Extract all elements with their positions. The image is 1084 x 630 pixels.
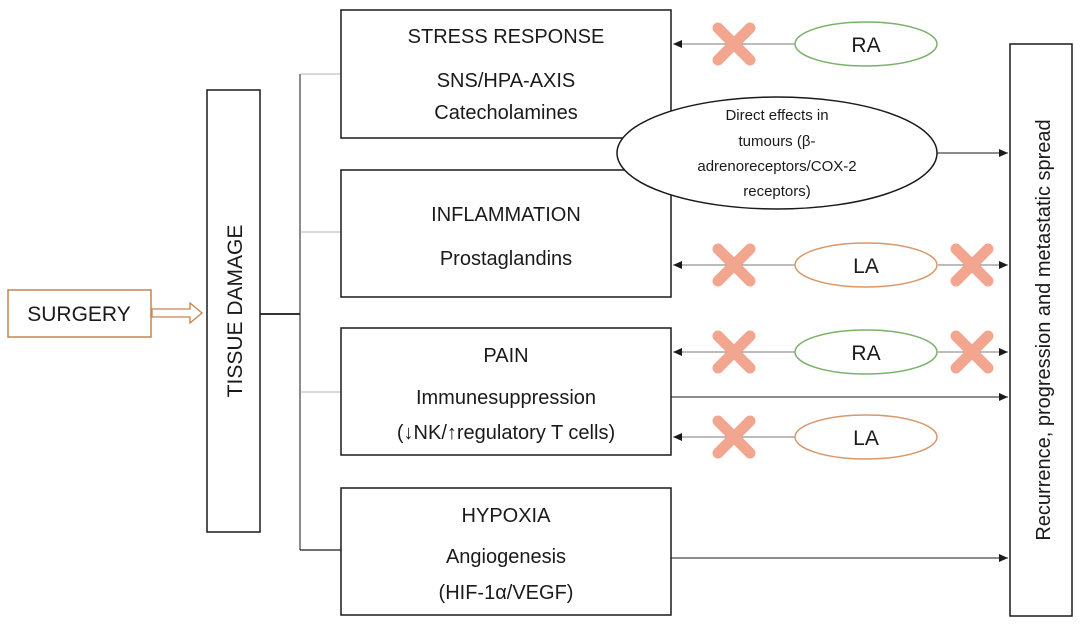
agent-ra-pain-label: RA <box>851 342 880 365</box>
surgery-arrow <box>151 301 204 325</box>
surgery-label: SURGERY <box>27 303 130 326</box>
tissue-damage-label: TISSUE DAMAGE <box>224 225 247 398</box>
stress-response-line-3: Catecholamines <box>434 102 577 124</box>
agent-la-inflammation: LA <box>794 242 938 288</box>
pain-line-2: Immunesuppression <box>416 387 596 409</box>
direct-effects-line-1: Direct effects in <box>725 107 828 124</box>
agent-la-inflammation-label: LA <box>853 255 879 278</box>
surgery-node: SURGERY <box>7 289 152 338</box>
inflammation-box: INFLAMMATION Prostaglandins <box>340 169 672 298</box>
agent-la-pain-label: LA <box>853 427 879 450</box>
hypoxia-line-2: Angiogenesis <box>446 546 566 568</box>
hypoxia-line-3: (HIF-1α/VEGF) <box>439 582 574 604</box>
pain-title: PAIN <box>483 345 528 367</box>
outcome-arrows <box>671 149 1008 562</box>
block-x-icon <box>712 22 756 66</box>
agent-ra-top-label: RA <box>851 34 880 57</box>
hypoxia-title: HYPOXIA <box>462 505 552 527</box>
outcome-box: Recurrence, progression and metastatic s… <box>1009 43 1073 617</box>
block-x-icon <box>712 415 756 459</box>
stress-response-line-2: SNS/HPA-AXIS <box>437 70 576 92</box>
pain-line-3: (↓NK/↑regulatory T cells) <box>397 422 615 444</box>
direct-effects-line-2: tumours (β- <box>739 133 816 150</box>
agent-la-pain: LA <box>794 414 938 460</box>
branch-connectors <box>260 73 341 551</box>
stress-response-box: STRESS RESPONSE SNS/HPA-AXIS Catecholami… <box>340 9 672 139</box>
agent-ra-top: RA <box>794 21 938 67</box>
block-x-icon <box>950 243 994 287</box>
block-x-icon <box>950 330 994 374</box>
block-x-icon <box>712 330 756 374</box>
stress-response-title: STRESS RESPONSE <box>408 26 605 48</box>
outcome-label: Recurrence, progression and metastatic s… <box>1033 119 1055 540</box>
inflammation-title: INFLAMMATION <box>431 204 581 226</box>
hypoxia-box: HYPOXIA Angiogenesis (HIF-1α/VEGF) <box>340 487 672 616</box>
tissue-damage-node: TISSUE DAMAGE <box>206 89 261 533</box>
block-x-icon <box>712 243 756 287</box>
agent-ra-pain: RA <box>794 329 938 375</box>
inflammation-line-2: Prostaglandins <box>440 248 572 270</box>
pain-box: PAIN Immunesuppression (↓NK/↑regulatory … <box>340 327 672 456</box>
direct-effects-line-3: adrenoreceptors/COX-2 <box>697 158 856 175</box>
block-marks <box>712 22 994 459</box>
direct-effects-node: Direct effects in tumours (β- adrenorece… <box>616 96 938 210</box>
direct-effects-line-4: receptors) <box>743 183 811 200</box>
